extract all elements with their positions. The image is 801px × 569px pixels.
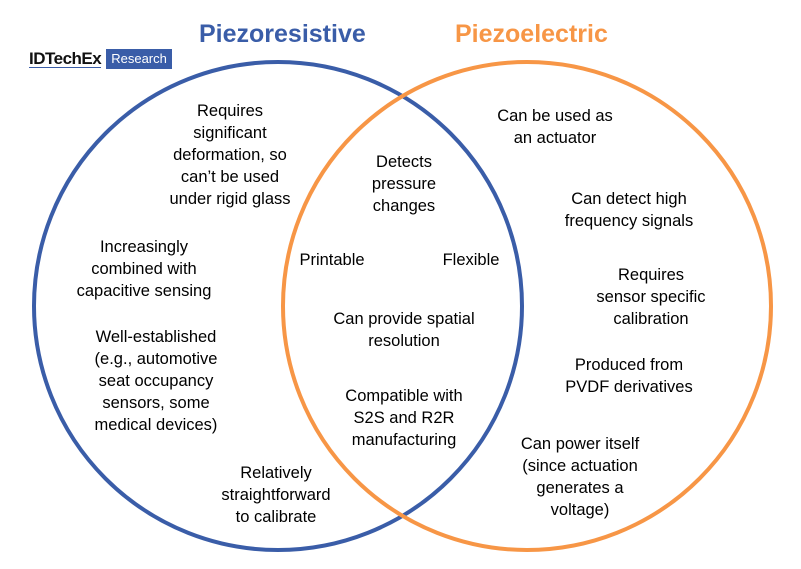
piezoelectric-item-calibration: Requires sensor specific calibration	[596, 266, 706, 328]
shared-item-spatial: Can provide spatial resolution	[333, 310, 475, 350]
piezoresistive-item-capacitive: Increasingly combined with capacitive se…	[76, 238, 212, 300]
logo-name: IDTechEx	[29, 49, 102, 68]
piezoresistive-item-deformation: Requires significant deformation, so can…	[169, 102, 291, 208]
piezoelectric-item-self-power: Can power itself (since actuation genera…	[520, 435, 640, 519]
shared-item-manufacturing: Compatible with S2S and R2R manufacturin…	[345, 387, 463, 449]
piezoelectric-item-pvdf: Produced from PVDF derivatives	[565, 356, 693, 396]
shared-item-flexible: Flexible	[442, 251, 500, 269]
piezoelectric-circle	[281, 60, 773, 552]
idtechex-logo: IDTechEx Research	[29, 49, 172, 69]
piezoresistive-circle	[32, 60, 524, 552]
piezoresistive-item-calibrate: Relatively straightforward to calibrate	[221, 464, 331, 526]
piezoresistive-item-established: Well-established (e.g., automotive seat …	[94, 328, 218, 434]
piezoelectric-item-actuator: Can be used as an actuator	[497, 107, 613, 147]
piezoresistive-title: Piezoresistive	[199, 20, 366, 48]
piezoelectric-item-high-frequency: Can detect high frequency signals	[564, 190, 694, 230]
logo-tag: Research	[106, 49, 172, 69]
piezoelectric-title: Piezoelectric	[455, 20, 608, 48]
shared-item-pressure: Detects pressure changes	[371, 153, 437, 215]
shared-item-printable: Printable	[299, 251, 365, 269]
